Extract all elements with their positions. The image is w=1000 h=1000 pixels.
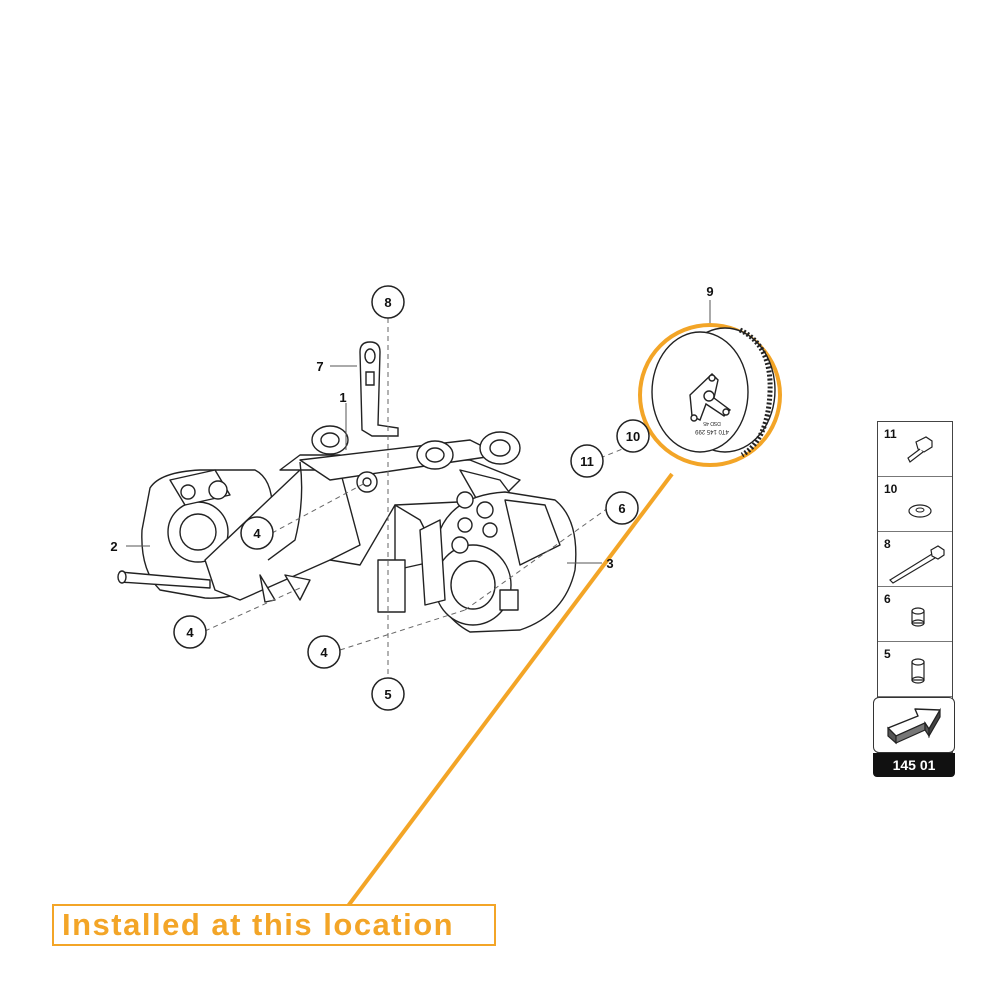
svg-text:2: 2 [110, 539, 117, 554]
legend-number: 11 [884, 427, 897, 441]
svg-text:8: 8 [384, 295, 391, 310]
part-marking-line2: DSD 45 [703, 420, 721, 426]
svg-text:1: 1 [339, 390, 346, 405]
svg-text:6: 6 [618, 501, 625, 516]
svg-text:7: 7 [316, 359, 323, 374]
legend-item-10[interactable]: 10 [878, 477, 952, 532]
part-marking-line1: 4T0 145 299 [694, 428, 728, 434]
navigation-link[interactable]: 145 01 [873, 697, 955, 777]
bushing-icon [911, 607, 925, 627]
svg-text:9: 9 [706, 284, 713, 299]
drivetrain-assembly [117, 425, 577, 633]
svg-text:4: 4 [253, 526, 261, 541]
pulley-part-9: 4T0 145 299 DSD 45 [638, 323, 782, 467]
installed-location-banner: Installed at this location [52, 904, 496, 946]
callout-3: 3 [606, 556, 613, 571]
nav-arrow-tile[interactable] [873, 697, 955, 753]
arrow-3d-icon [887, 707, 941, 745]
legend-number: 5 [884, 647, 891, 661]
callout-8: 8 [371, 285, 405, 319]
callout-1: 1 [339, 390, 346, 405]
legend-item-11[interactable]: 11 [878, 422, 952, 477]
legend-number: 6 [884, 592, 891, 606]
sleeve-icon [911, 658, 925, 684]
installation-pointer-line [346, 472, 674, 908]
svg-text:4: 4 [186, 625, 194, 640]
washer-icon [908, 504, 932, 518]
svg-text:10: 10 [626, 429, 640, 444]
callout-5: 5 [371, 677, 405, 711]
callout-7: 7 [316, 359, 323, 374]
bolt-short-icon [907, 436, 933, 463]
callout-9: 9 [706, 284, 713, 299]
callout-4-upper: 4 [240, 516, 274, 550]
callout-10: 10 [616, 419, 650, 453]
callout-4-left: 4 [173, 615, 207, 649]
legend-item-6[interactable]: 6 [878, 587, 952, 642]
svg-text:11: 11 [580, 454, 594, 469]
nav-page-label: 145 01 [873, 753, 955, 777]
legend-item-8[interactable]: 8 [878, 532, 952, 587]
bracket-part-7 [359, 341, 399, 437]
legend-number: 8 [884, 537, 891, 551]
legend-item-5[interactable]: 5 [878, 642, 952, 697]
callout-11: 11 [570, 444, 604, 478]
callout-2: 2 [110, 539, 117, 554]
svg-text:5: 5 [384, 687, 391, 702]
svg-text:4: 4 [320, 645, 328, 660]
bolt-long-icon [889, 545, 945, 584]
callout-6: 6 [605, 491, 639, 525]
pulley-hub [689, 373, 732, 422]
callout-4-lower: 4 [307, 635, 341, 669]
svg-text:3: 3 [606, 556, 613, 571]
legend-number: 10 [884, 482, 898, 496]
